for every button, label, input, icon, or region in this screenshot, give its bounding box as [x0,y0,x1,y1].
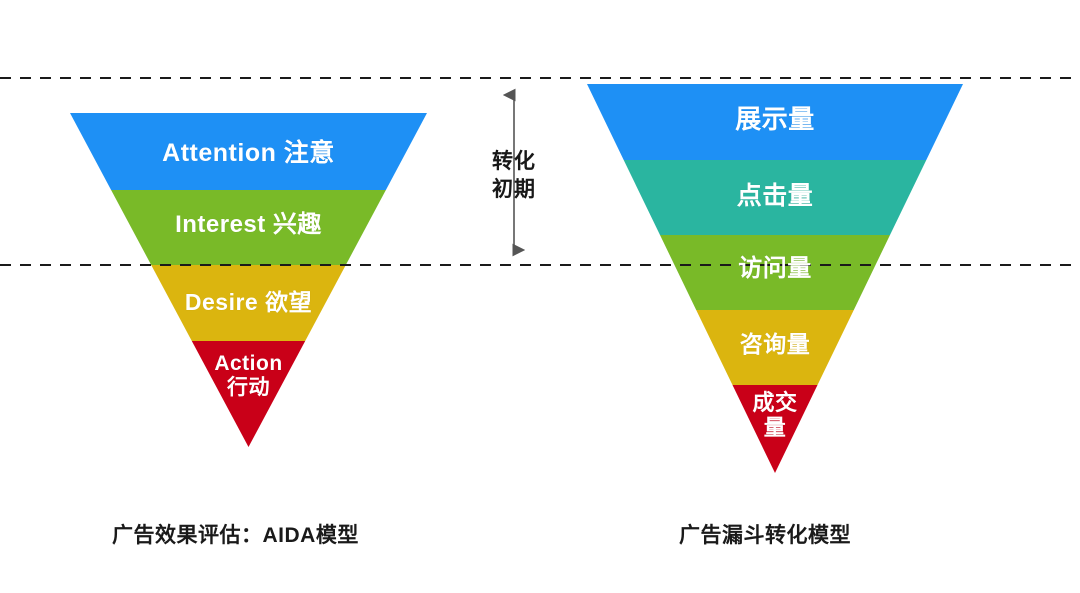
funnel-band-impressions [587,84,963,160]
caption-conversion-funnel: 广告漏斗转化模型 [679,524,851,547]
funnel-band-attention [70,113,427,190]
funnel-band-desire [151,265,346,341]
caption-aida-funnel: 广告效果评估：AIDA模型 [112,524,359,547]
funnel-band-action [191,341,306,447]
funnel-band-interest [111,190,386,265]
funnel-band-inquiries [696,310,854,385]
funnel-band-visits [660,235,890,310]
aida-funnel-group [70,113,427,447]
funnel-band-clicks [623,160,927,235]
funnel-band-deals [732,385,818,473]
conversion-stage-label: 转化 初期 [492,150,536,202]
conversion-funnel-group [587,84,963,473]
